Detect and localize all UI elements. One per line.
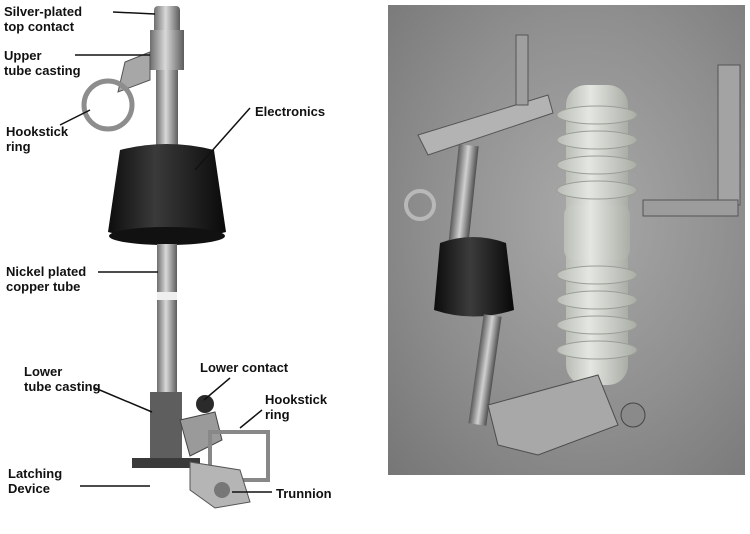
label-lower-tube-casting: Lower tube casting bbox=[24, 364, 101, 394]
label-latching-device: Latching Device bbox=[8, 466, 63, 496]
label-trunnion: Trunnion bbox=[276, 486, 332, 501]
label-lower-contact: Lower contact bbox=[200, 360, 289, 375]
lower-contact bbox=[196, 395, 214, 413]
label-silver-top-contact: Silver-plated top contact bbox=[4, 4, 83, 34]
upper-hookstick-ring bbox=[81, 78, 135, 132]
label-hookstick-ring-lower: Hookstick ring bbox=[265, 392, 328, 422]
installed-cutout-photo bbox=[388, 5, 745, 475]
installed-cutout-illustration bbox=[404, 34, 741, 456]
upper-casting bbox=[150, 30, 184, 70]
label-upper-tube-casting: Upper tube casting bbox=[4, 48, 81, 78]
labeled-cutout-figure: Silver-plated top contact Upper tube cas… bbox=[4, 4, 332, 509]
cutout-fuse-illustration bbox=[59, 6, 272, 509]
label-nickel-tube: Nickel plated copper tube bbox=[6, 264, 87, 294]
electronics-housing bbox=[108, 144, 226, 240]
top-contact bbox=[154, 6, 180, 36]
label-hookstick-ring-upper: Hookstick ring bbox=[6, 124, 69, 154]
lower-tube-casting bbox=[150, 392, 182, 462]
porcelain-insulator bbox=[556, 85, 638, 385]
trunnion bbox=[214, 482, 230, 498]
label-electronics: Electronics bbox=[255, 104, 326, 119]
nickel-copper-tube bbox=[157, 244, 177, 394]
